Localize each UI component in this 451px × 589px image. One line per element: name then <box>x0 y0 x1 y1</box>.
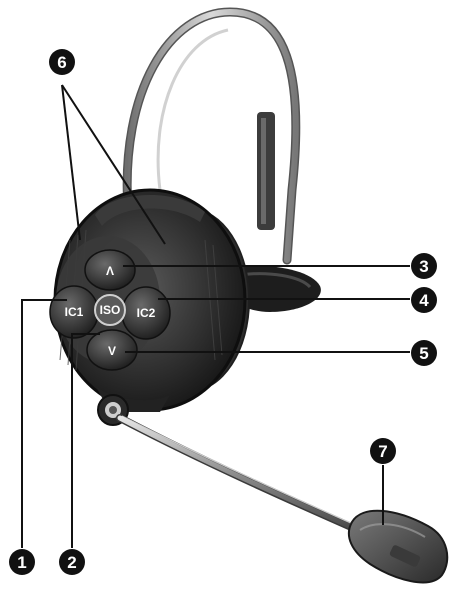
callout-2-label: 2 <box>67 553 76 572</box>
button-down-label: V <box>108 344 116 358</box>
callout-4: 4 <box>411 287 437 313</box>
callout-2: 2 <box>59 549 85 575</box>
callout-5: 5 <box>411 340 437 366</box>
callout-markers: 6 3 4 5 7 1 2 <box>9 49 437 575</box>
callout-6-label: 6 <box>57 53 66 72</box>
callout-7: 7 <box>370 438 396 464</box>
callout-3: 3 <box>411 253 437 279</box>
callout-1: 1 <box>9 549 35 575</box>
control-pad: Λ V IC1 IC2 ISO <box>49 236 171 371</box>
button-ic1[interactable]: IC1 <box>49 285 99 339</box>
button-iso[interactable]: ISO <box>94 294 126 326</box>
button-up[interactable]: Λ <box>84 249 136 291</box>
button-ic2-label: IC2 <box>137 306 156 320</box>
callout-5-label: 5 <box>419 344 428 363</box>
button-iso-label: ISO <box>100 303 121 317</box>
button-ic1-label: IC1 <box>65 305 84 319</box>
callout-lines <box>21 84 410 548</box>
boom-arm <box>116 414 369 537</box>
callout-4-label: 4 <box>419 291 429 310</box>
microphone <box>347 509 449 584</box>
callout-7-label: 7 <box>378 442 387 461</box>
button-down[interactable]: V <box>86 329 138 371</box>
boom-hinge <box>97 394 129 426</box>
callout-3-label: 3 <box>419 257 428 276</box>
headband <box>122 7 301 265</box>
callout-1-label: 1 <box>17 553 26 572</box>
callout-6: 6 <box>49 49 75 75</box>
button-ic2[interactable]: IC2 <box>121 286 171 340</box>
button-up-label: Λ <box>106 264 114 278</box>
